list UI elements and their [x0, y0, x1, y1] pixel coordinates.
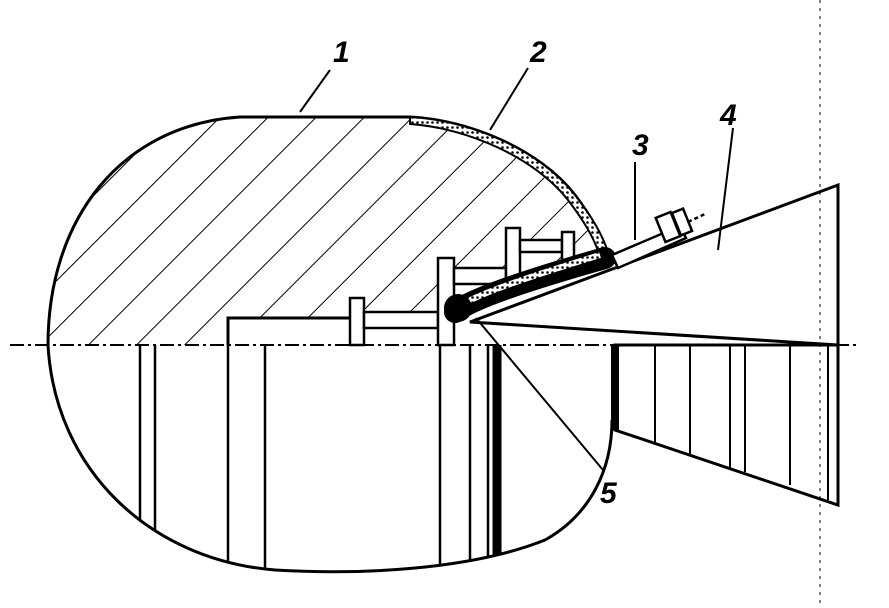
bolt-fastener — [610, 206, 706, 270]
callout-3: 3 — [632, 129, 649, 162]
seal-ring — [444, 247, 616, 323]
callout-4: 4 — [719, 99, 737, 132]
leader-lines — [299, 67, 734, 471]
cone-element — [469, 182, 840, 508]
callout-5: 5 — [600, 477, 618, 510]
callout-2: 2 — [529, 36, 547, 69]
callout-1: 1 — [333, 36, 350, 69]
